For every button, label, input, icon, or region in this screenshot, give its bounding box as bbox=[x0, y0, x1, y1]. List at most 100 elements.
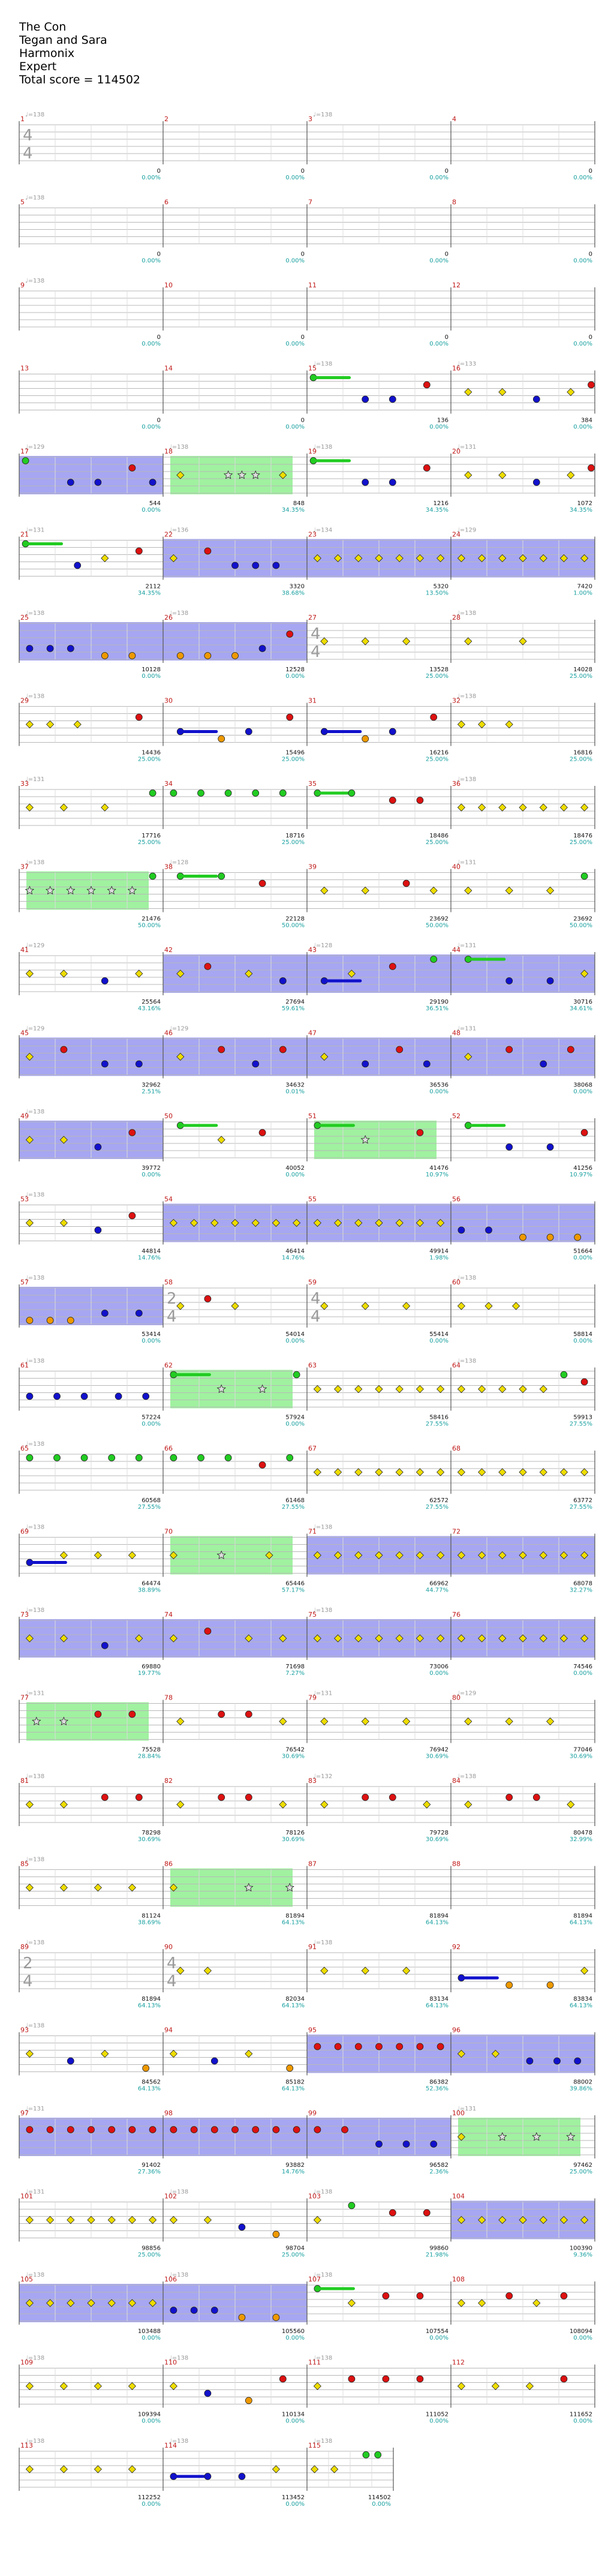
measure-number: 14 bbox=[164, 365, 173, 373]
diamond-icon bbox=[25, 2382, 34, 2391]
diamond-icon bbox=[580, 803, 589, 812]
measure-percent: 10.97% bbox=[570, 1172, 592, 1178]
measure-score: 83134 bbox=[429, 1996, 449, 2002]
measure-percent: 38.68% bbox=[282, 590, 305, 597]
diamond-icon bbox=[87, 2215, 95, 2224]
diamond-icon bbox=[375, 1468, 383, 1476]
circle-icon bbox=[149, 2126, 156, 2133]
measure-score: 0 bbox=[589, 334, 592, 341]
chart-row: 17♩=1295440.00%18♩=13884834.35%19♩=13812… bbox=[19, 444, 595, 514]
circle-icon bbox=[245, 1710, 252, 1718]
diamond-icon bbox=[330, 2465, 339, 2473]
measure-number: 110 bbox=[164, 2359, 177, 2367]
measure-percent: 25.00% bbox=[570, 756, 592, 763]
measure-percent: 14.76% bbox=[282, 1255, 305, 1262]
circle-icon bbox=[190, 2126, 198, 2133]
star-icon bbox=[66, 885, 76, 895]
measure-percent: 64.13% bbox=[282, 2086, 305, 2092]
diamond-icon bbox=[272, 1218, 280, 1227]
circle-icon bbox=[245, 1794, 252, 1801]
chart-row: 29♩=1381443625.00%301549625.00%311621625… bbox=[19, 693, 595, 763]
diamond-icon bbox=[416, 1385, 424, 1394]
diamond-icon bbox=[437, 1634, 445, 1643]
measure-score: 0 bbox=[157, 168, 161, 175]
total-score: Total score = 114502 bbox=[19, 73, 140, 86]
measure-percent: 28.84% bbox=[138, 1754, 161, 1760]
diamond-icon bbox=[169, 554, 177, 563]
circle-icon bbox=[46, 645, 54, 652]
circle-icon bbox=[218, 735, 225, 743]
circle-icon bbox=[567, 1046, 574, 1053]
diamond-icon bbox=[505, 1717, 513, 1726]
measure-score: 86382 bbox=[429, 2079, 449, 2086]
tempo-marking: ♩=138 bbox=[457, 610, 476, 617]
circle-icon bbox=[252, 2126, 260, 2133]
measure-percent: 0.00% bbox=[285, 2335, 305, 2341]
measure-number: 84 bbox=[452, 1777, 460, 1785]
tempo-marking: ♩=131 bbox=[457, 942, 476, 949]
diamond-icon bbox=[210, 1218, 219, 1227]
measure-score: 111052 bbox=[426, 2412, 449, 2418]
diamond-icon bbox=[498, 803, 507, 812]
diamond-icon bbox=[559, 554, 568, 563]
circle-icon bbox=[176, 652, 184, 659]
diamond-icon bbox=[25, 2299, 34, 2307]
circle-icon bbox=[375, 2043, 383, 2050]
measure-score: 0 bbox=[301, 251, 305, 258]
diamond-icon bbox=[491, 2049, 499, 2058]
measure-score: 60568 bbox=[142, 1497, 161, 1504]
circle-icon bbox=[204, 963, 212, 970]
circle-icon bbox=[382, 2292, 390, 2299]
circle-icon bbox=[546, 1981, 554, 1989]
circle-icon bbox=[101, 977, 109, 984]
diamond-icon bbox=[176, 471, 185, 479]
diamond-icon bbox=[25, 2049, 34, 2058]
circle-icon bbox=[519, 1233, 526, 1241]
circle-icon bbox=[170, 789, 177, 797]
circle-icon bbox=[26, 2126, 34, 2133]
circle-icon bbox=[53, 1392, 61, 1400]
diamond-icon bbox=[457, 720, 465, 729]
diamond-icon bbox=[67, 2299, 75, 2307]
tempo-marking: ♩=136 bbox=[169, 527, 188, 534]
diamond-icon bbox=[46, 2299, 55, 2307]
measure-score: 0 bbox=[301, 168, 305, 175]
measure-percent: 64.13% bbox=[426, 2002, 449, 2009]
measure-score: 23692 bbox=[429, 916, 449, 923]
measure-percent: 25.00% bbox=[570, 673, 592, 680]
diamond-icon bbox=[478, 2215, 486, 2224]
measure-number: 33 bbox=[20, 780, 29, 788]
measure-percent: 0.00% bbox=[573, 1338, 592, 1344]
diamond-icon bbox=[567, 471, 575, 479]
measure-percent: 0.00% bbox=[573, 175, 592, 181]
diamond-icon bbox=[559, 1551, 568, 1560]
measure-percent: 34.35% bbox=[426, 507, 449, 514]
tempo-marking: ♩=131 bbox=[457, 1026, 476, 1032]
tempo-marking: ♩=138 bbox=[313, 1607, 332, 1614]
tempo-marking: ♩=138 bbox=[25, 860, 44, 866]
tempo-marking: ♩=138 bbox=[313, 112, 332, 118]
measure-percent: 0.00% bbox=[285, 1338, 305, 1344]
measure-number: 98 bbox=[164, 2109, 173, 2117]
diamond-icon bbox=[231, 1218, 239, 1227]
star-icon bbox=[257, 1384, 267, 1394]
tempo-marking: ♩=138 bbox=[313, 1524, 332, 1531]
measure-percent: 0.00% bbox=[285, 258, 305, 265]
diamond-icon bbox=[498, 1468, 507, 1476]
diamond-icon bbox=[498, 1385, 507, 1394]
diamond-icon bbox=[334, 1551, 342, 1560]
measure-score: 79728 bbox=[429, 1830, 449, 1836]
measure-score: 25564 bbox=[142, 999, 161, 1005]
time-signature-top: 4 bbox=[167, 1954, 177, 1972]
